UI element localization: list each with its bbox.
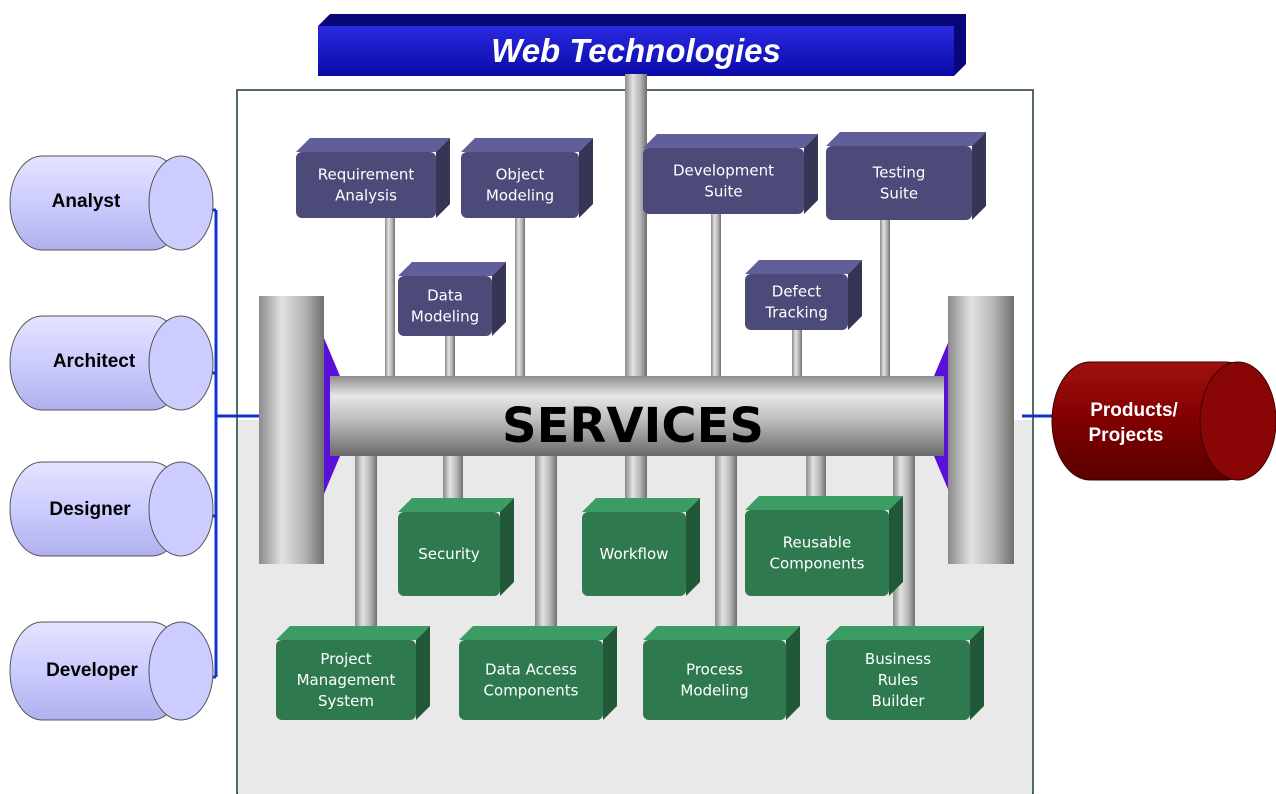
module-stems	[355, 74, 915, 636]
module-side-face	[603, 626, 617, 720]
module-side-face	[970, 626, 984, 720]
role-architect-label: Architect	[53, 351, 136, 372]
module-label-line: Development	[673, 162, 774, 180]
module-label-line: Defect	[772, 283, 822, 301]
module-front-face	[296, 152, 436, 218]
module-side-face	[500, 498, 514, 596]
module-front-face	[643, 640, 786, 720]
module-side-face	[804, 134, 818, 214]
module-label-line: Business	[865, 650, 931, 668]
module-workflow: Workflow	[582, 498, 700, 596]
module-label-line: Analysis	[335, 187, 397, 205]
module-side-face	[579, 138, 593, 218]
module-label-line: Modeling	[486, 187, 554, 205]
role-analyst: Analyst	[9, 155, 214, 251]
module-label-line: Data	[427, 287, 463, 305]
web-technologies-title: Web Technologies	[491, 32, 781, 69]
module-label-line: Suite	[880, 185, 918, 203]
role-cylinders: Analyst Architect Designer Developer	[9, 155, 214, 721]
module-label-line: Data Access	[485, 661, 577, 679]
module-side-face	[972, 132, 986, 220]
products-projects-cylinder: Products/ Projects	[1051, 361, 1276, 481]
module-boxes: RequirementAnalysisObjectModelingDevelop…	[276, 132, 986, 720]
module-front-face	[398, 276, 492, 336]
role-analyst-label: Analyst	[52, 191, 121, 212]
module-label-line: Rules	[878, 671, 919, 689]
module-top-face	[826, 132, 986, 146]
module-label-line: Suite	[704, 183, 742, 201]
services-label: SERVICES	[502, 398, 764, 454]
module-front-face	[582, 512, 686, 596]
module-front-face	[745, 510, 889, 596]
module-side-face	[416, 626, 430, 720]
module-front-face	[745, 274, 848, 330]
module-side-face	[786, 626, 800, 720]
role-architect: Architect	[9, 315, 214, 411]
module-top-face	[461, 138, 593, 152]
module-label-line: Builder	[871, 692, 925, 710]
module-label-line: System	[318, 692, 374, 710]
module-security: Security	[398, 498, 514, 596]
module-label-line: Testing	[872, 164, 926, 182]
module-side-face	[686, 498, 700, 596]
role-developer: Developer	[9, 621, 214, 721]
module-label-line: Components	[770, 555, 865, 573]
module-label-line: Object	[496, 166, 545, 184]
module-label-line: Components	[484, 682, 579, 700]
module-top-face	[643, 134, 818, 148]
role-designer-label: Designer	[49, 499, 131, 520]
module-top-face	[276, 626, 430, 640]
module-top-face	[826, 626, 984, 640]
role-designer: Designer	[9, 461, 214, 557]
module-top-face	[643, 626, 800, 640]
module-label-line: Modeling	[680, 682, 748, 700]
module-side-face	[492, 262, 506, 336]
module-top-face	[398, 262, 506, 276]
module-label-line: Security	[418, 545, 480, 563]
module-front-face	[826, 640, 970, 720]
module-front-face	[826, 146, 972, 220]
module-top-face	[296, 138, 450, 152]
module-top-face	[745, 260, 862, 274]
web-technologies-banner: Web Technologies	[318, 14, 966, 78]
module-top-face	[745, 496, 903, 510]
module-label-line: Process	[686, 661, 743, 679]
module-label-line: Management	[297, 671, 396, 689]
module-label-line: Workflow	[600, 545, 669, 563]
module-label-line: Modeling	[411, 308, 479, 326]
module-label-line: Reusable	[783, 534, 851, 552]
module-front-face	[461, 152, 579, 218]
module-side-face	[848, 260, 862, 330]
module-front-face	[398, 512, 500, 596]
module-top-face	[398, 498, 514, 512]
module-top-face	[582, 498, 700, 512]
services-bus: SERVICES	[259, 296, 1014, 564]
module-side-face	[436, 138, 450, 218]
role-developer-label: Developer	[46, 660, 138, 681]
module-top-face	[459, 626, 617, 640]
module-side-face	[889, 496, 903, 596]
module-label-line: Requirement	[318, 166, 415, 184]
module-front-face	[459, 640, 603, 720]
module-front-face	[276, 640, 416, 720]
module-label-line: Project	[320, 650, 371, 668]
module-label-line: Tracking	[764, 304, 827, 322]
products-label-line2: Projects	[1089, 425, 1164, 446]
module-front-face	[643, 148, 804, 214]
products-label-line1: Products/	[1090, 400, 1178, 421]
